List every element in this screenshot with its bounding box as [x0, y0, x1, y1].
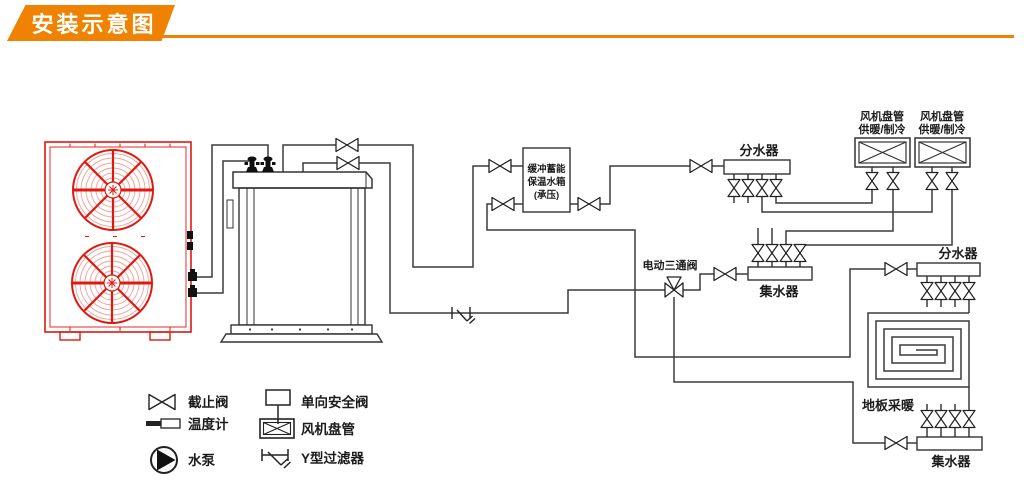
middle-collector-label: 集水器 — [758, 284, 799, 299]
three-way-valve-label: 电动三通阀 — [643, 258, 698, 272]
legend-label: 单向安全阀 — [301, 394, 369, 410]
banner-underline — [158, 35, 1014, 38]
stop-valve-icon — [769, 178, 783, 198]
stop-valve-icon — [793, 243, 807, 263]
legend-label: 水泵 — [188, 452, 215, 468]
stop-valve-icon — [765, 243, 779, 263]
stop-valve-icon — [713, 266, 737, 282]
fan-coil-1-label-line2: 供暖/制冷 — [857, 122, 905, 136]
stop-valve-icon — [755, 178, 769, 198]
stop-valve-icon — [934, 409, 948, 429]
title-banner: 安装示意图 — [7, 5, 175, 41]
buffer-tank-label-line2: 保温水箱 — [526, 176, 566, 188]
middle-collector-manifold — [747, 266, 813, 281]
stop-valve-icon — [491, 196, 515, 212]
stop-valve-icon — [577, 196, 601, 212]
fan-coil-unit-2 — [914, 137, 971, 168]
thermometer-icon — [146, 418, 181, 429]
outdoor-heat-pump-unit — [44, 141, 197, 341]
legend-label: 温度计 — [188, 416, 229, 432]
page-title: 安装示意图 — [31, 12, 157, 37]
fan-coil-unit-1 — [854, 137, 911, 168]
stop-valve-icon — [920, 281, 934, 301]
floor-heating-coil — [867, 312, 970, 388]
stop-valve-icon — [488, 158, 512, 174]
stop-valve-icon — [925, 171, 939, 191]
buffer-tank-label-line3: (承压) — [534, 190, 559, 201]
stop-valve-icon — [865, 171, 879, 191]
stop-valve-icon — [948, 281, 962, 301]
buffer-tank: 缓冲蓄能 保温水箱 (承压) — [522, 147, 571, 213]
stop-valve-icon — [727, 178, 741, 198]
stop-valve-icon — [948, 409, 962, 429]
bottom-collector-label: 集水器 — [930, 454, 971, 469]
fan-coil-2-label-line2: 供暖/制冷 — [917, 122, 965, 136]
stop-valve-icon — [148, 393, 176, 411]
stop-valve-icon — [945, 171, 959, 191]
y-filter-icon — [261, 449, 292, 469]
stop-valve-icon — [884, 435, 908, 451]
top-distributor-label: 分水器 — [739, 143, 779, 158]
fan-coil-2-label-line1: 风机盘管 — [920, 109, 964, 123]
stop-valve-icon — [962, 409, 976, 429]
stop-valve-icon — [884, 261, 908, 277]
fan-icon — [71, 242, 153, 324]
fan-coil-1-label-line1: 风机盘管 — [860, 109, 904, 123]
legend-label: Y型过滤器 — [301, 450, 365, 466]
stop-valve-icon — [886, 171, 900, 191]
three-way-valve-icon — [664, 276, 684, 298]
stop-valve-icon — [779, 243, 793, 263]
stop-valve-icon — [920, 409, 934, 429]
one-way-safety-valve-icon — [265, 389, 291, 424]
y-filter-icon — [451, 307, 476, 325]
floor-heating-label: 地板采暖 — [862, 398, 915, 413]
bottom-distributor-manifold — [916, 262, 981, 277]
stop-valve-icon — [751, 243, 765, 263]
stop-valve-icon — [335, 137, 359, 153]
top-distributor-manifold — [723, 159, 791, 175]
stop-valve-icon — [934, 281, 948, 301]
bottom-distributor-label: 分水器 — [938, 246, 978, 261]
fan-icon — [72, 149, 154, 231]
stop-valve-icon — [962, 281, 976, 301]
legend-label: 截止阀 — [188, 394, 229, 410]
buffer-tank-label-line1: 缓冲蓄能 — [527, 163, 566, 175]
legend-label: 风机盘管 — [301, 421, 355, 437]
bottom-collector-manifold — [916, 436, 983, 451]
fan-coil-icon — [259, 418, 295, 439]
stop-valve-icon — [741, 178, 755, 198]
valves — [335, 137, 976, 451]
indoor-hydronic-unit — [219, 156, 384, 343]
pipe-fitting-icon — [244, 156, 276, 172]
stop-valve-icon — [336, 155, 360, 171]
legend: 截止阀 温度计 水泵 单向安全阀 风机盘管 — [146, 389, 369, 474]
water-pump-icon — [150, 446, 178, 474]
stop-valve-icon — [689, 158, 713, 174]
